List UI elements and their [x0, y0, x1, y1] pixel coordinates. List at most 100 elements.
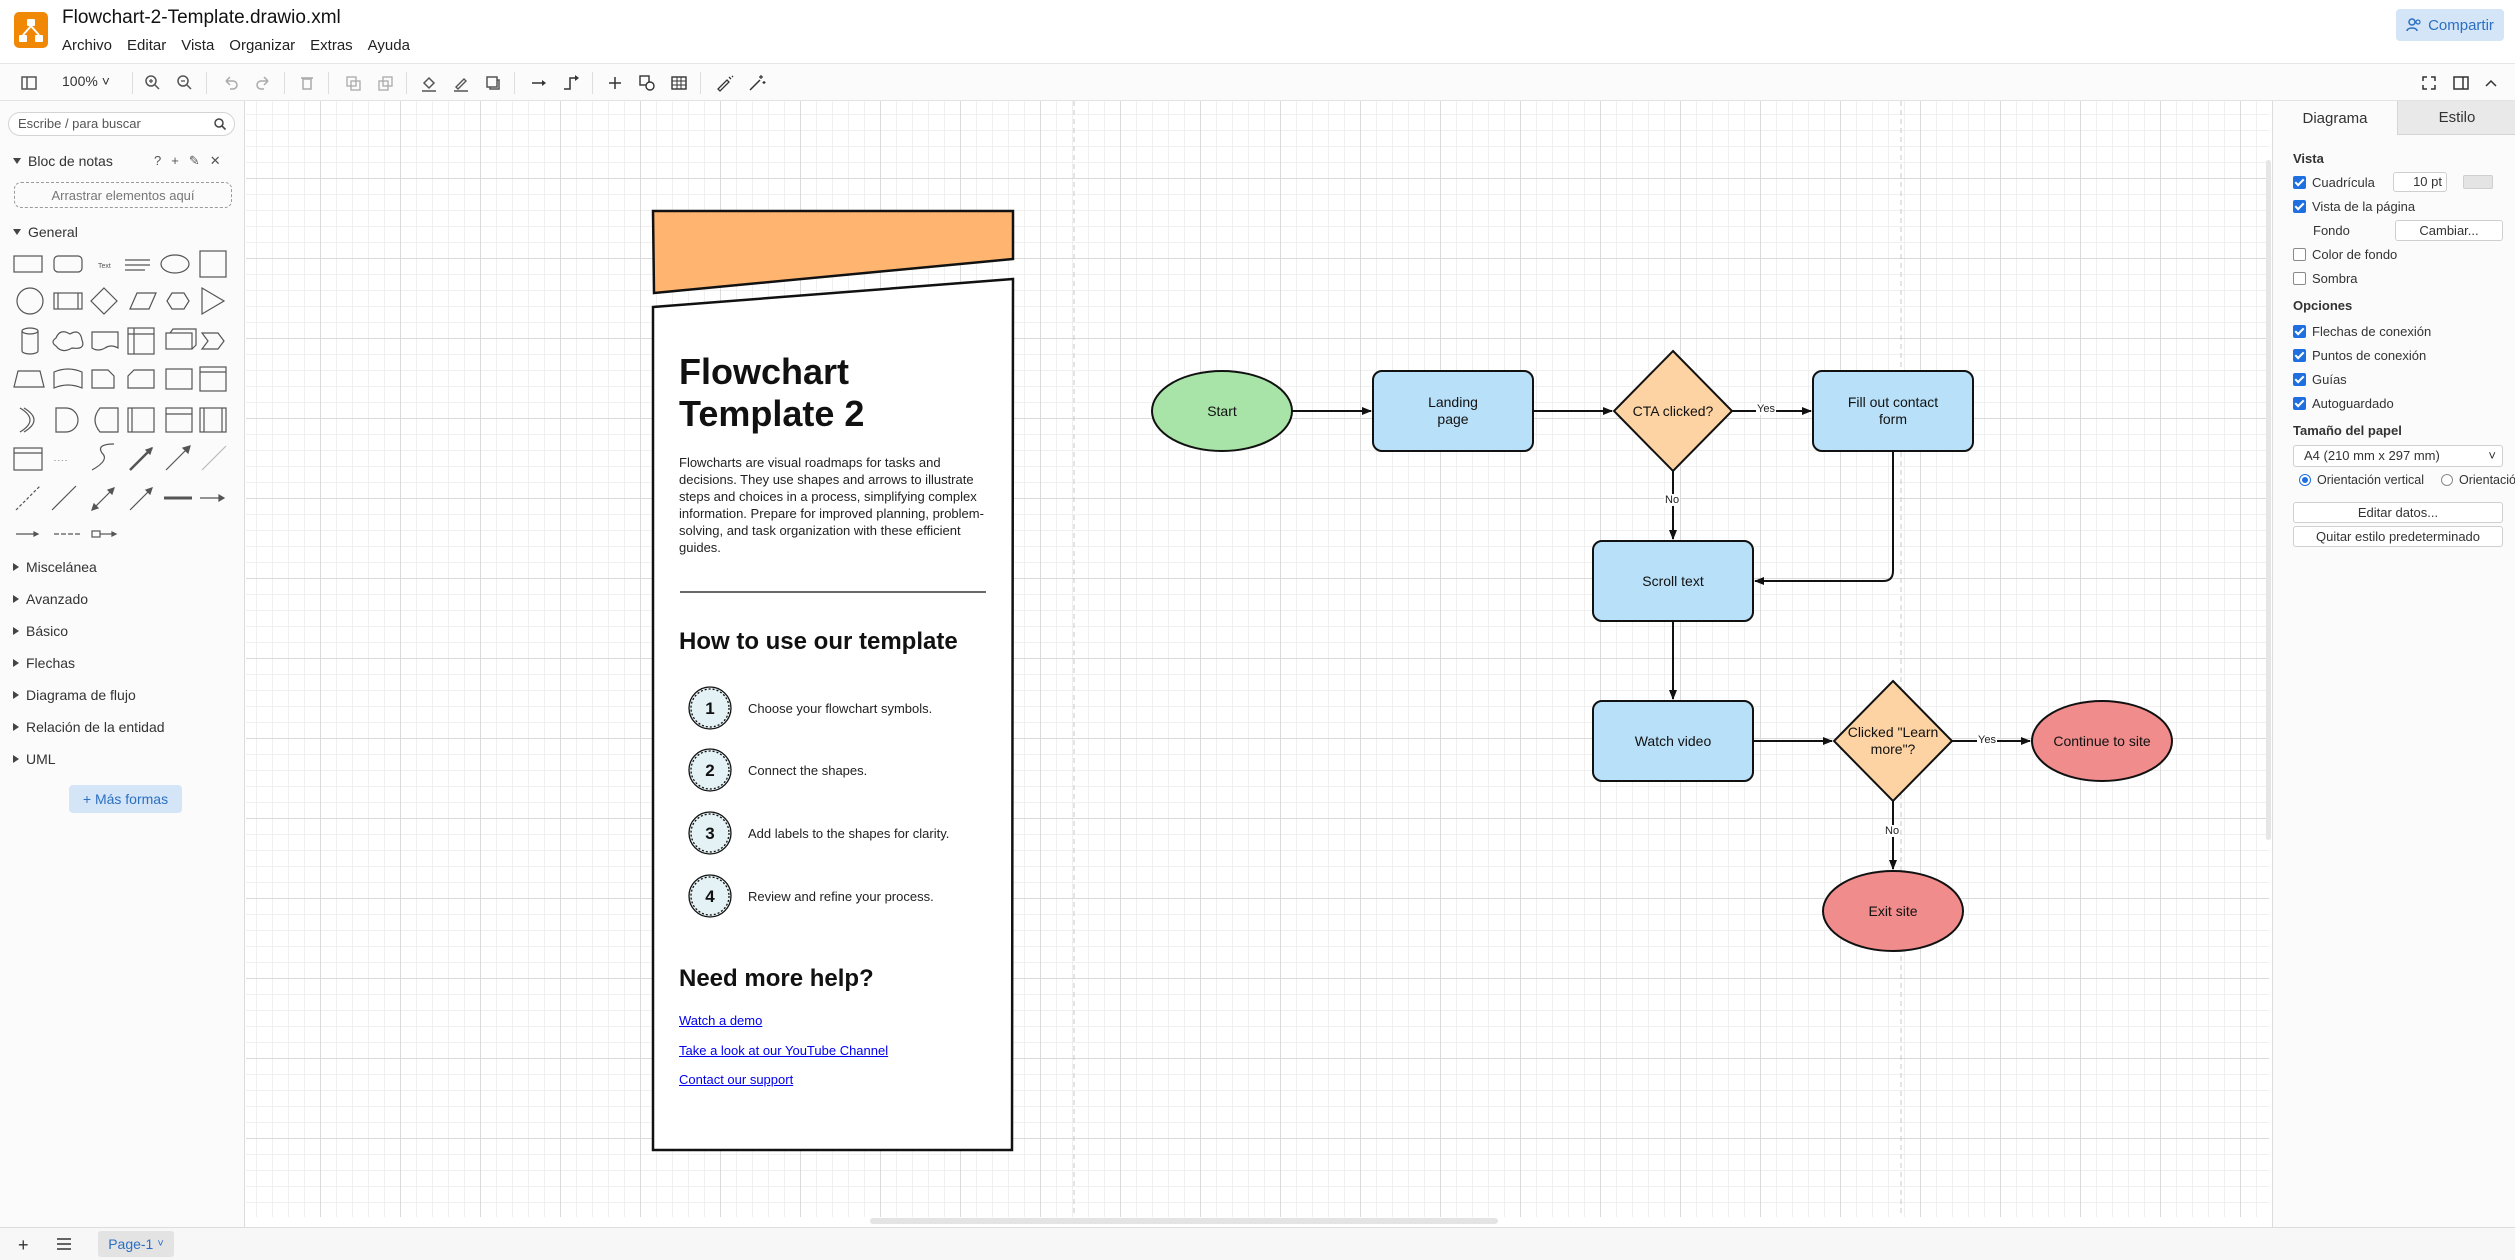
diagram-canvas[interactable]: Flowchart Template 2 Flowcharts are visu… — [246, 101, 2269, 1217]
add-page-button[interactable]: + — [18, 1235, 29, 1255]
section-advanced[interactable]: Avanzado — [13, 591, 88, 607]
step-text[interactable]: Choose your flowchart symbols. — [748, 701, 933, 716]
link-youtube-channel[interactable]: Take a look at our YouTube Channel — [679, 1043, 889, 1058]
checkbox-checked[interactable] — [2293, 200, 2306, 213]
step-text[interactable]: Add labels to the shapes for clarity. — [748, 826, 950, 841]
connection-icon[interactable] — [528, 72, 550, 94]
card-how-to-title[interactable]: How to use our template — [679, 628, 958, 655]
menu-icon[interactable] — [56, 1237, 72, 1251]
waypoints-icon[interactable] — [560, 72, 582, 94]
section-flowchart[interactable]: Diagrama de flujo — [13, 687, 136, 703]
checkbox-checked[interactable] — [2293, 373, 2306, 386]
horizontal-scrollbar[interactable] — [870, 1218, 1498, 1224]
conn-points-option[interactable]: Puntos de conexión — [2293, 348, 2426, 363]
section-entity-relation[interactable]: Relación de la entidad — [13, 719, 165, 735]
edge-label-yes: Yes — [1977, 734, 1997, 746]
undo-icon[interactable] — [220, 72, 242, 94]
checkbox-checked[interactable] — [2293, 397, 2306, 410]
change-background-button[interactable]: Cambiar... — [2395, 220, 2503, 241]
radio-unselected[interactable] — [2441, 474, 2453, 486]
edge-fill-scroll[interactable] — [1754, 451, 1894, 585]
page-view-option[interactable]: Vista de la página — [2293, 199, 2415, 214]
general-shapes-palette[interactable]: Text — [10, 248, 240, 638]
format-panel-icon[interactable] — [2450, 72, 2472, 94]
fill-color-icon[interactable] — [418, 72, 440, 94]
shapes-icon[interactable] — [636, 72, 658, 94]
link-contact-support[interactable]: Contact our support — [679, 1072, 794, 1087]
scratchpad-header[interactable]: Bloc de notas — [13, 153, 113, 169]
page-tab[interactable]: Page-1˅ — [98, 1231, 174, 1257]
portrait-option[interactable]: Orientación vertical — [2299, 473, 2424, 487]
freehand-icon[interactable] — [714, 72, 736, 94]
line-color-icon[interactable] — [450, 72, 472, 94]
card-banner[interactable] — [651, 209, 1015, 295]
tab-style[interactable]: Estilo — [2397, 101, 2515, 135]
shadow-option[interactable]: Sombra — [2293, 271, 2358, 286]
insert-icon[interactable] — [604, 72, 626, 94]
grid-size-input[interactable]: 10 pt — [2393, 172, 2447, 192]
document-title[interactable]: Flowchart-2-Template.drawio.xml — [62, 7, 341, 28]
paper-size-value: A4 (210 mm x 297 mm) — [2304, 448, 2440, 463]
menu-extras[interactable]: Extras — [310, 37, 353, 54]
step-text[interactable]: Connect the shapes. — [748, 763, 868, 778]
clear-default-style-button[interactable]: Quitar estilo predeterminado — [2293, 526, 2503, 547]
to-front-icon[interactable] — [342, 72, 364, 94]
paper-size-select[interactable]: A4 (210 mm x 297 mm)˅ — [2293, 445, 2503, 467]
section-misc[interactable]: Miscelánea — [13, 559, 97, 575]
node-exit[interactable] — [1822, 870, 1964, 952]
magic-icon[interactable] — [746, 72, 768, 94]
checkbox-checked[interactable] — [2293, 176, 2306, 189]
radio-selected[interactable] — [2299, 474, 2311, 486]
vertical-scrollbar[interactable] — [2266, 160, 2271, 840]
bg-color-option[interactable]: Color de fondo — [2293, 247, 2397, 262]
add-icon[interactable]: + — [171, 153, 179, 168]
zoom-select[interactable]: 100% ˅ — [62, 73, 110, 89]
zoom-out-icon[interactable] — [174, 72, 196, 94]
autosave-option[interactable]: Autoguardado — [2293, 396, 2394, 411]
menu-archivo[interactable]: Archivo — [62, 37, 113, 54]
step-text[interactable]: Review and refine your process. — [748, 889, 934, 904]
section-basic[interactable]: Básico — [13, 623, 68, 639]
section-uml[interactable]: UML — [13, 751, 56, 767]
card-description[interactable]: Flowcharts are visual roadmaps for tasks… — [679, 455, 984, 555]
menu-organizar[interactable]: Organizar — [229, 37, 296, 54]
search-input[interactable] — [18, 116, 208, 131]
share-button[interactable]: Compartir — [2396, 9, 2504, 41]
close-icon[interactable]: ✕ — [209, 153, 221, 168]
checkbox-unchecked[interactable] — [2293, 272, 2306, 285]
card-title[interactable]: Flowchart Template 2 — [679, 351, 865, 434]
card-body[interactable] — [651, 277, 1015, 1152]
table-icon[interactable] — [668, 72, 690, 94]
general-header[interactable]: General — [13, 224, 78, 240]
more-shapes-button[interactable]: + Más formas — [69, 785, 182, 813]
grid-option[interactable]: Cuadrícula — [2293, 175, 2375, 190]
redo-icon[interactable] — [252, 72, 274, 94]
node-continue[interactable] — [2031, 700, 2173, 782]
scratchpad-drop-zone[interactable]: Arrastrar elementos aquí — [14, 182, 232, 208]
section-arrows[interactable]: Flechas — [13, 655, 75, 671]
edit-icon[interactable]: ✎ — [188, 153, 200, 168]
checkbox-unchecked[interactable] — [2293, 248, 2306, 261]
to-back-icon[interactable] — [374, 72, 396, 94]
edit-data-button[interactable]: Editar datos... — [2293, 502, 2503, 523]
menu-vista[interactable]: Vista — [181, 37, 215, 54]
conn-arrows-option[interactable]: Flechas de conexión — [2293, 324, 2431, 339]
zoom-in-icon[interactable] — [142, 72, 164, 94]
sidebar-toggle-icon[interactable] — [18, 72, 40, 94]
link-watch-demo[interactable]: Watch a demo — [679, 1013, 763, 1028]
search-icon[interactable] — [213, 117, 227, 131]
help-icon[interactable]: ? — [154, 153, 162, 168]
delete-icon[interactable] — [296, 72, 318, 94]
fullscreen-icon[interactable] — [2418, 72, 2440, 94]
shadow-icon[interactable] — [482, 72, 504, 94]
landscape-option[interactable]: Orientación — [2441, 473, 2515, 487]
card-help-title[interactable]: Need more help? — [679, 965, 874, 992]
checkbox-checked[interactable] — [2293, 325, 2306, 338]
checkbox-checked[interactable] — [2293, 349, 2306, 362]
menu-editar[interactable]: Editar — [127, 37, 167, 54]
grid-color-swatch[interactable] — [2463, 175, 2493, 189]
collapse-icon[interactable] — [2480, 72, 2502, 94]
tab-diagram[interactable]: Diagrama — [2273, 101, 2397, 135]
menu-ayuda[interactable]: Ayuda — [367, 37, 410, 54]
guides-option[interactable]: Guías — [2293, 372, 2347, 387]
